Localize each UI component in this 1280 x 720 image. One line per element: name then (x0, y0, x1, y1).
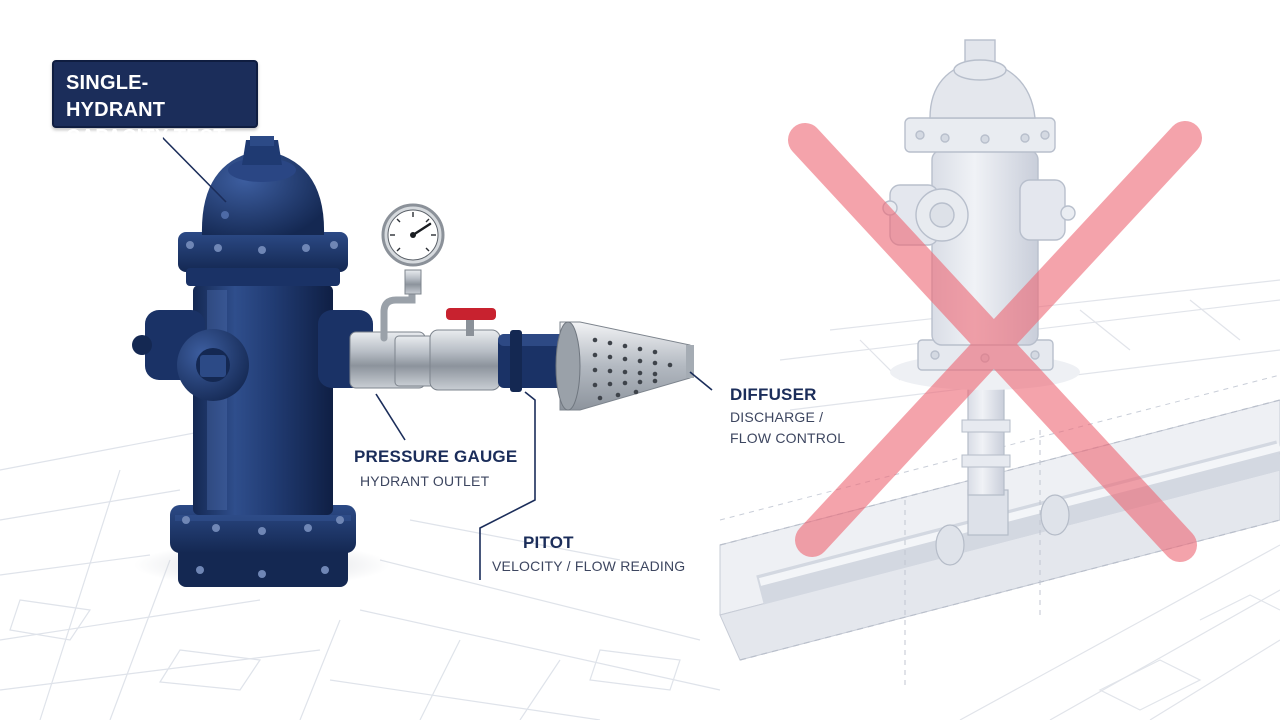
pressure-gauge-sublabel: HYDRANT OUTLET (360, 473, 490, 489)
fire-hydrant (132, 136, 373, 587)
diagram-title: SINGLE-HYDRANT CAPACITY TEST (52, 60, 258, 148)
diffuser-label: DIFFUSER (730, 385, 817, 404)
pitot-sublabel: VELOCITY / FLOW READING (492, 558, 686, 574)
outlet-assembly (349, 308, 694, 411)
pitot-label: PITOT (523, 533, 574, 552)
underground-main-pipe (719, 374, 1280, 690)
pressure-gauge-icon (380, 203, 445, 342)
pressure-gauge-label: PRESSURE GAUGE (354, 447, 518, 466)
title-line-1: SINGLE-HYDRANT (66, 72, 166, 121)
red-cross-icon (788, 121, 1202, 562)
title-line-2: CAPACITY TEST (66, 126, 226, 148)
street-grid-left (0, 429, 721, 720)
valve-handle (446, 308, 496, 320)
diffuser-sublabel-1: DISCHARGE / (730, 409, 824, 425)
leader-lines (159, 134, 713, 580)
diffuser-sublabel-2: FLOW CONTROL (730, 430, 846, 446)
street-grid-right (779, 279, 1280, 720)
